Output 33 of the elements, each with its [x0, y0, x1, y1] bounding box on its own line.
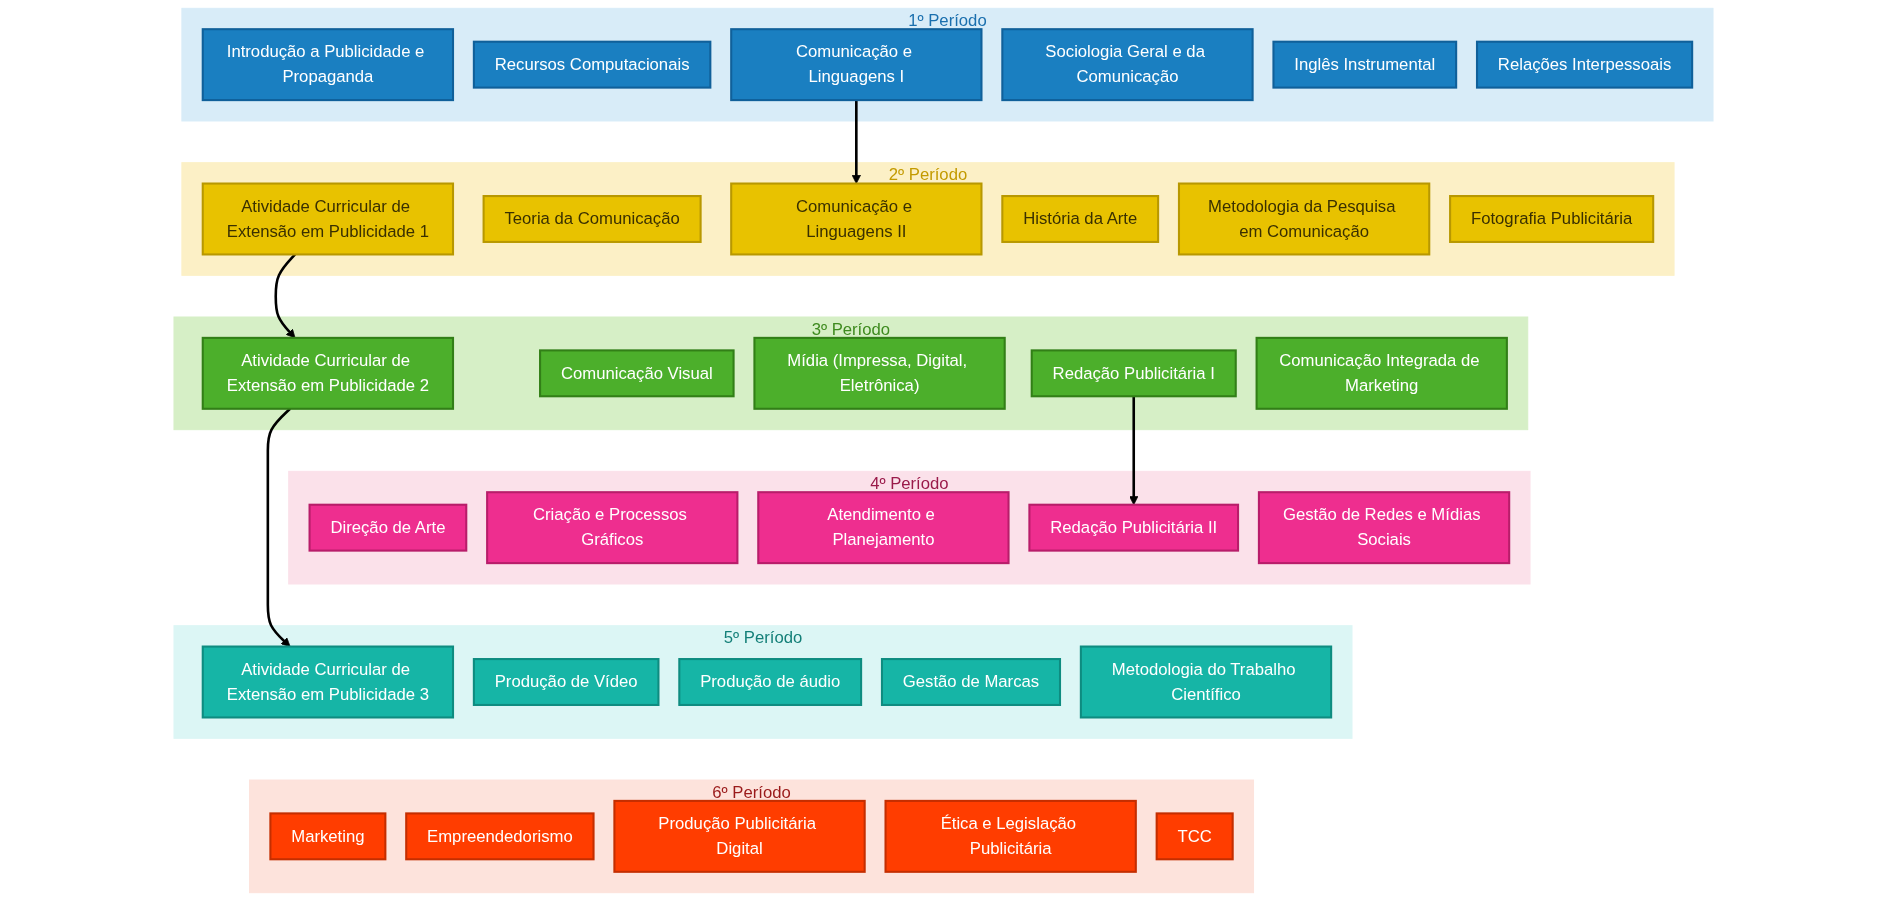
node-box: Teoria da Comunicação — [482, 195, 702, 243]
node-box: Atividade Curricular de Extensão em Publicidade 3 — [201, 645, 455, 719]
node-box: Recursos Computacionais — [472, 40, 712, 89]
node-box: Ética e Legislação Publicitária — [884, 799, 1137, 873]
node-box: Metodologia do Trabalho Científico — [1079, 645, 1333, 719]
node-box: Empreendedorismo — [405, 812, 595, 861]
node-box: Produção de áudio — [678, 658, 863, 706]
node-box: Produção Publicitária Digital — [613, 799, 866, 873]
node-box: Sociologia Geral e da Comunicação — [1001, 28, 1254, 102]
node-box: História da Arte — [1001, 195, 1160, 243]
node-box: Marketing — [269, 812, 387, 861]
node-box: Mídia (Impressa, Digital, Eletrônica) — [753, 336, 1006, 410]
node-box: Comunicação e Linguagens II — [730, 182, 983, 256]
node-box: Metodologia da Pesquisa em Comunicação — [1177, 182, 1431, 256]
node-box: Comunicação Integrada de Marketing — [1255, 336, 1508, 410]
node-box: Comunicação e Linguagens I — [730, 28, 983, 102]
node-box: Gestão de Marcas — [880, 658, 1062, 706]
node-box: Criação e Processos Gráficos — [486, 491, 739, 565]
node-box: Atendimento e Planejamento — [757, 491, 1010, 565]
node-box: Relações Interpessoais — [1475, 40, 1694, 89]
node-box: TCC — [1155, 812, 1234, 861]
node-box: Produção de Vídeo — [472, 658, 660, 706]
node-box: Redação Publicitária I — [1030, 349, 1237, 398]
node-box: Atividade Curricular de Extensão em Publicidade 1 — [201, 182, 455, 256]
node-box: Comunicação Visual — [539, 349, 735, 398]
node-box: Gestão de Redes e Mídias Sociais — [1257, 491, 1511, 565]
node-box: Inglês Instrumental — [1272, 40, 1458, 89]
node-box: Direção de Arte — [308, 503, 468, 552]
arrow — [851, 100, 861, 184]
node-box: Fotografia Publicitária — [1449, 195, 1655, 243]
node-box: Atividade Curricular de Extensão em Publicidade 2 — [201, 336, 455, 410]
node-box: Introdução a Publicidade e Propaganda — [201, 28, 455, 102]
node-box: Redação Publicitária II — [1028, 503, 1240, 552]
